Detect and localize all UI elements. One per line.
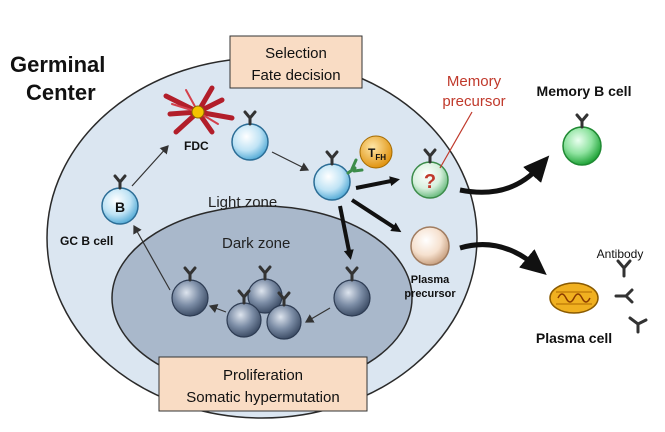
dark-cell-cluster [226,265,302,340]
fate-arrows [338,176,402,260]
arrow-to-memory-b [459,155,550,195]
title-line-2: Center [26,80,96,105]
memory-precursor-pointer [439,111,473,169]
b-cell-at-fdc [231,110,269,161]
arrow-to-plasma-precursor [350,198,402,233]
plasma-precursor-line-2: precursor [404,288,456,300]
plasma-precursor-line-1: Plasma [411,274,450,286]
light-zone-label: Light zone [208,194,277,211]
fdc-label: FDC [184,139,209,153]
b-cell-with-tfh [313,150,364,201]
gc-b-cell-label: GC B cell [60,234,113,248]
arrow-to-plasma [459,242,547,275]
antibody-3-icon [628,316,648,334]
plasma-cell [549,282,599,314]
title-line-1: Germinal [10,52,105,77]
arrow-right-to-cluster [304,307,331,323]
question-mark: ? [424,171,436,193]
memory-precursor-line-2: precursor [442,93,505,110]
arrow-b-to-fdc [131,145,169,187]
b-cell-letter: B [115,199,125,215]
dark-zone-cells [171,265,371,340]
plasma-cell-label: Plasma cell [536,330,612,346]
arrow-cluster-to-left [208,304,227,314]
memory-precursor-line-1: Memory [447,73,502,90]
fdc-cell [163,85,235,135]
proliferation-box: Proliferation Somatic hypermutation [158,356,368,412]
plasma-precursor-cell [410,226,450,266]
memory-b-cell [562,113,602,166]
tfh-cell: TFH [359,135,393,169]
antibody-label: Antibody [597,247,644,261]
output-arrows [459,155,550,275]
dark-zone-label: Dark zone [222,235,290,252]
tfh-label: TFH [368,146,386,162]
arrow-to-dark-zone [338,205,354,260]
selection-box: Selection Fate decision [229,35,363,89]
dark-cell-left [171,266,209,317]
dark-cell-right [333,266,371,317]
memory-b-cell-label: Memory B cell [537,83,632,99]
proliferation-line-2: Somatic hypermutation [186,389,339,406]
arrow-to-memory-precursor [355,176,400,190]
gc-b-cell: B [101,174,139,225]
selection-line-1: Selection [265,45,327,62]
antibody-2-icon [614,288,634,304]
arrow-dark-to-b [133,224,171,291]
memory-precursor-cell: ? [411,148,449,199]
antibody-1-icon [616,259,632,278]
proliferation-line-1: Proliferation [223,367,303,384]
arrow-fdc-to-tfh [271,151,310,172]
cycle-arrows [131,145,331,323]
selection-line-2: Fate decision [251,67,340,84]
